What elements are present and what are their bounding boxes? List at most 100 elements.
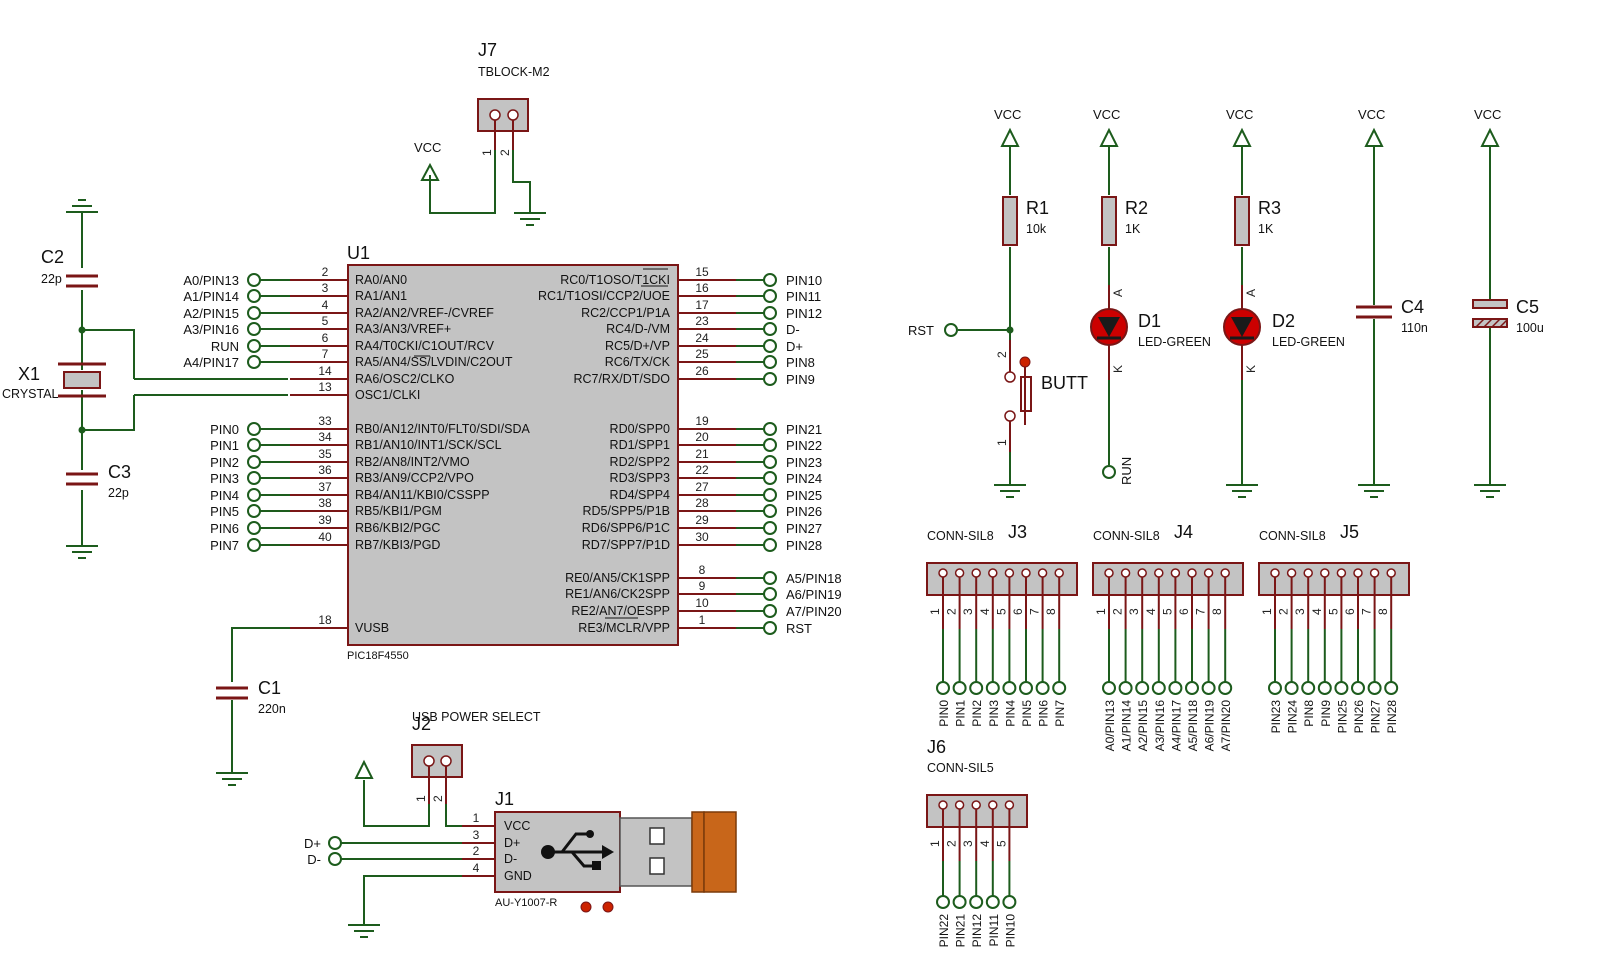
j2-ref: J2 bbox=[412, 714, 431, 734]
net-terminal bbox=[1351, 681, 1365, 695]
u1-pin-number: 24 bbox=[695, 331, 709, 345]
net-terminal bbox=[1218, 681, 1233, 695]
button-pin2-num: 2 bbox=[995, 351, 1009, 358]
sil-j4-value: CONN-SIL8 bbox=[1093, 529, 1160, 543]
net-label: PIN6 bbox=[1037, 700, 1051, 727]
j1-pin-label: GND bbox=[504, 869, 532, 883]
button-pin1-num: 1 bbox=[995, 439, 1009, 446]
u1-pin-number: 9 bbox=[699, 579, 706, 593]
u1-pin-label: RA0/AN0 bbox=[355, 273, 407, 287]
net-terminal bbox=[763, 289, 777, 303]
u1-pin-number: 7 bbox=[322, 347, 329, 361]
sil-pin-number: 5 bbox=[994, 608, 1008, 615]
sil-pin-number: 4 bbox=[1144, 608, 1158, 615]
net-terminal bbox=[328, 852, 342, 866]
vcc-label-r1: VCC bbox=[994, 107, 1021, 122]
connector-j7: J7 TBLOCK-M2 1 2 VCC bbox=[414, 40, 550, 226]
j1-ref: J1 bbox=[495, 789, 514, 809]
net-label: PIN3 bbox=[987, 700, 1001, 727]
u1-pin-number: 19 bbox=[695, 414, 709, 428]
net-label: PIN7 bbox=[210, 538, 239, 553]
run-label: RUN bbox=[1119, 457, 1134, 485]
vcc-label-r2: VCC bbox=[1093, 107, 1120, 122]
u1-pin-number: 13 bbox=[318, 380, 332, 394]
j1-pin-number: 3 bbox=[473, 828, 480, 842]
u1-pin-number: 14 bbox=[318, 364, 332, 378]
ground-icon bbox=[1474, 484, 1506, 498]
net-terminal bbox=[763, 306, 777, 320]
net-terminal bbox=[247, 521, 261, 535]
sil-pin-number: 3 bbox=[1293, 608, 1307, 615]
net-label: A0/PIN13 bbox=[183, 273, 239, 288]
u1-pin-label: RA5/AN4/SS/LVDIN/C2OUT bbox=[355, 355, 513, 369]
u1-pin-label: RC4/D-/VM bbox=[606, 322, 670, 336]
net-label: PIN12 bbox=[970, 914, 984, 948]
u1-pin-number: 26 bbox=[695, 364, 709, 378]
u1-pin-label: RE0/AN5/CK1SPP bbox=[565, 571, 670, 585]
net-label: PIN24 bbox=[786, 471, 822, 486]
net-terminal bbox=[1168, 681, 1183, 695]
u1-pin-label: RA3/AN3/VREF+ bbox=[355, 322, 451, 336]
net-label: PIN9 bbox=[786, 372, 815, 387]
net-label: A6/PIN19 bbox=[786, 587, 842, 602]
u1-pin-number: 39 bbox=[318, 513, 332, 527]
net-terminal bbox=[247, 289, 261, 303]
net-label: PIN25 bbox=[786, 488, 822, 503]
u1-pin-label: RD0/SPP0 bbox=[610, 422, 670, 436]
net-label: PIN28 bbox=[786, 538, 822, 553]
power-arrow-icon bbox=[1099, 127, 1119, 147]
d1-value: LED-GREEN bbox=[1138, 335, 1211, 349]
net-label: PIN0 bbox=[210, 422, 239, 437]
net-terminal bbox=[1151, 681, 1166, 695]
u1-pin-number: 40 bbox=[318, 530, 332, 544]
net-label: PIN27 bbox=[786, 521, 822, 536]
u1-pin-label: RC2/CCP1/P1A bbox=[581, 306, 671, 320]
component-marker-icon bbox=[580, 901, 592, 913]
crystal-x1: X1 CRYSTAL bbox=[2, 362, 106, 401]
net-terminal bbox=[763, 273, 777, 287]
u1-pin-label: RB2/AN8/INT2/VMO bbox=[355, 455, 470, 469]
net-label: PIN22 bbox=[786, 438, 822, 453]
net-terminal bbox=[1301, 681, 1316, 695]
net-terminal bbox=[1284, 681, 1299, 695]
usb-trident-icon bbox=[541, 830, 614, 870]
d1-ref: D1 bbox=[1138, 311, 1161, 331]
c2-ref: C2 bbox=[41, 247, 64, 267]
u1-pin-label: RC0/T1OSO/T1CKI bbox=[560, 273, 670, 287]
d1-anode-label: A bbox=[1111, 289, 1125, 297]
j1-part: AU-Y1007-R bbox=[495, 897, 557, 909]
j1-pin-number: 2 bbox=[473, 844, 480, 858]
net-label: PIN11 bbox=[786, 289, 821, 304]
net-label: A5/PIN18 bbox=[1186, 700, 1200, 752]
u1-pin-number: 10 bbox=[695, 596, 709, 610]
ground-icon bbox=[1226, 484, 1258, 498]
sil-pin-number: 4 bbox=[978, 840, 992, 847]
sil-pin-number: 3 bbox=[961, 608, 975, 615]
u1-pin-label: RD1/SPP1 bbox=[610, 438, 670, 452]
net-label: PIN22 bbox=[937, 914, 951, 948]
net-label: PIN7 bbox=[1053, 700, 1067, 727]
ground-icon bbox=[216, 772, 248, 786]
component-marker-icon bbox=[602, 901, 614, 913]
net-label: A7/PIN20 bbox=[1219, 700, 1233, 752]
connector-j3: J3CONN-SIL81PIN02PIN13PIN24PIN35PIN46PIN… bbox=[926, 522, 1078, 727]
u1-pin-number: 6 bbox=[322, 331, 329, 345]
u1-pin-label: OSC1/CLKI bbox=[355, 388, 420, 402]
net-terminal bbox=[952, 681, 967, 695]
net-label: A0/PIN13 bbox=[1103, 700, 1117, 752]
capacitor-c2: C2 22p bbox=[41, 247, 98, 288]
sil-pin-number: 4 bbox=[1310, 608, 1324, 615]
net-label: D- bbox=[307, 852, 321, 867]
u1-pin-number: 1 bbox=[699, 613, 706, 627]
sil-pin-number: 1 bbox=[1094, 608, 1108, 615]
sil-pin-number: 7 bbox=[1194, 608, 1208, 615]
u1-pin-number: 17 bbox=[695, 298, 709, 312]
net-label: D+ bbox=[786, 339, 803, 354]
net-terminal bbox=[1201, 681, 1216, 695]
c5-value: 100u bbox=[1516, 321, 1544, 335]
net-label: PIN1 bbox=[954, 700, 968, 727]
sil-pin-number: 5 bbox=[1160, 608, 1174, 615]
